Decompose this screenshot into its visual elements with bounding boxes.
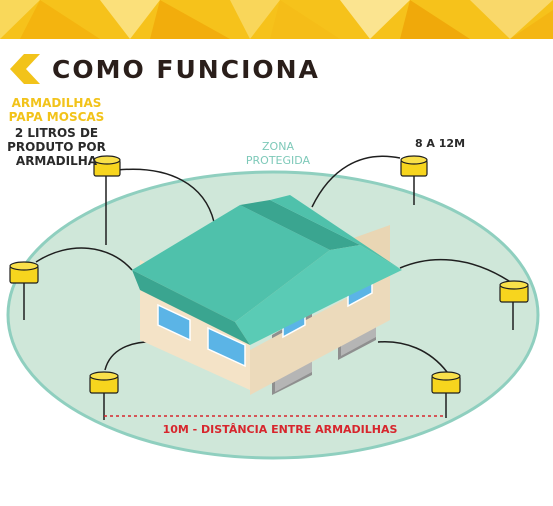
traps-label-line2: PAPA MOSCAS: [8, 110, 105, 124]
trap-icon: [89, 371, 119, 394]
page-title: COMO FUNCIONA: [52, 54, 320, 84]
warehouse-building: [132, 195, 402, 395]
trap-icon: [93, 155, 121, 177]
top-banner: [0, 0, 553, 39]
distance-label: 10M - DISTÂNCIA ENTRE ARMADILHAS: [162, 423, 398, 436]
traps-label-line5: ARMADILHA: [15, 154, 98, 168]
hanging-lines: [23, 155, 514, 420]
section-header: COMO FUNCIONA: [10, 52, 320, 86]
traps-label-line4: PRODUTO POR: [7, 140, 106, 154]
zone-label-line2: PROTEGIDA: [245, 154, 311, 167]
traps-label-line1: ARMADILHAS: [11, 96, 102, 110]
height-label: 8 A 12M: [414, 137, 466, 150]
trap-icon: [400, 155, 428, 177]
trap-icon: [9, 261, 39, 284]
traps-label-line3: 2 LITROS DE: [14, 126, 99, 140]
roof: [132, 205, 330, 322]
trap-icon: [499, 280, 529, 303]
logo-chevron-icon: [10, 54, 40, 84]
trap-icon: [431, 371, 461, 394]
zone-label-line1: ZONA: [262, 140, 294, 153]
